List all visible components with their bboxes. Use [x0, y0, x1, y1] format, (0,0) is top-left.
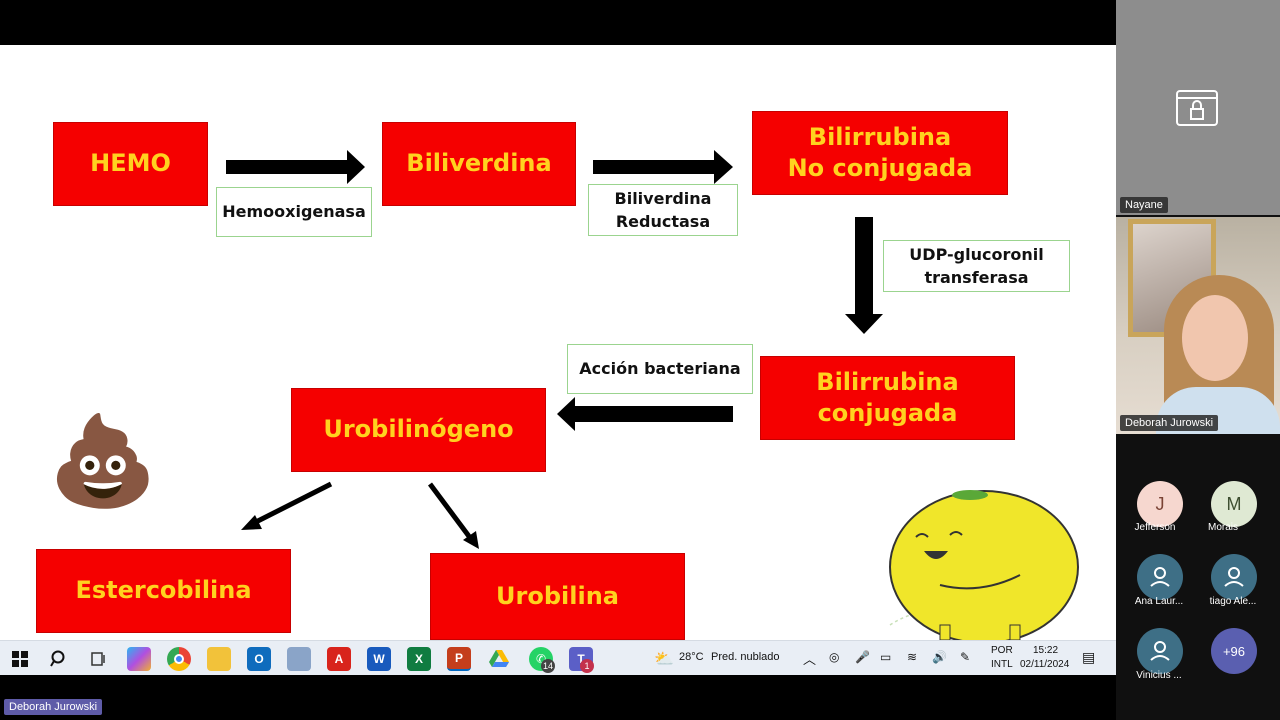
weather-temp[interactable]: 28°C	[679, 651, 704, 663]
app-icon[interactable]	[287, 647, 311, 671]
slide-arrows	[226, 150, 883, 549]
clock-time[interactable]: 15:22	[1033, 645, 1059, 656]
box-biliverdina: Biliverdina	[382, 122, 576, 206]
box-bilirrubina-conjugada: Bilirrubina conjugada	[760, 356, 1015, 440]
windows-start-icon[interactable]	[8, 647, 32, 671]
clock-date[interactable]: 02/11/2024	[1020, 659, 1070, 670]
avatar-vinicius[interactable]	[1137, 628, 1183, 674]
bilirrubina-conjugada-line1: Bilirrubina	[816, 367, 959, 396]
avatar-label-ana: Ana Laur...	[1134, 596, 1184, 607]
presenter-name-tag: Deborah Jurowski	[4, 699, 103, 715]
more-participants-count: +96	[1222, 643, 1246, 659]
pen-icon[interactable]: ✎	[960, 650, 971, 664]
box-bilirrubina-no-conjugada: Bilirrubina No conjugada	[752, 111, 1008, 195]
person-icon	[1150, 567, 1170, 587]
windows-taskbar: O A W X P ✆ 14 T 1 ⛅ 28°C Pred. nublado …	[0, 640, 1116, 675]
participant-name-deborah: Deborah Jurowski	[1120, 415, 1219, 431]
volume-icon[interactable]: 🔊	[932, 650, 947, 664]
arrow-biliverdina-to-bilirrubina	[593, 150, 733, 184]
person-face	[1182, 295, 1248, 381]
avatar-label-vinicius: Vinicius ...	[1136, 670, 1182, 681]
arrow-hemo-to-biliverdina	[226, 150, 365, 184]
outlook-icon[interactable]: O	[247, 647, 271, 671]
person-icon	[1150, 641, 1170, 661]
box-estercobilina: Estercobilina	[36, 549, 291, 633]
wifi-icon[interactable]: ≋	[907, 650, 918, 664]
avatar-label-jefferson: Jefferson	[1134, 522, 1176, 533]
shared-screen: HEMO Biliverdina Bilirrubina No conjugad…	[0, 45, 1116, 675]
label-hemooxigenasa: Hemooxigenasa	[216, 187, 372, 237]
person-icon	[1224, 567, 1244, 587]
camera-icon[interactable]: ◎	[829, 650, 840, 664]
language-line2[interactable]: INTL	[991, 659, 1013, 670]
whatsapp-badge: 14	[541, 659, 556, 673]
avatar-initial-jefferson: J	[1155, 493, 1165, 514]
bilirrubina-no-conjugada-line1: Bilirrubina	[808, 122, 952, 151]
avatar-morais[interactable]: M	[1211, 481, 1257, 527]
powerpoint-icon[interactable]: P	[447, 647, 471, 671]
avatar-jefferson[interactable]: J	[1137, 481, 1183, 527]
label-udp-glucoronil-transferasa: UDP-glucoronil transferasa	[883, 240, 1070, 292]
bv-reductasa-line1: Biliverdina	[614, 188, 712, 208]
weather-icon[interactable]: ⛅	[654, 651, 674, 668]
more-participants-button[interactable]: +96	[1211, 628, 1257, 674]
task-view-icon[interactable]	[86, 647, 110, 671]
copilot-icon[interactable]	[127, 647, 151, 671]
weather-desc[interactable]: Pred. nublado	[711, 651, 780, 663]
language-line1[interactable]: POR	[991, 645, 1013, 656]
microphone-icon[interactable]: 🎤	[855, 650, 870, 664]
participant-tile-nayane[interactable]: Nayane	[1116, 0, 1280, 215]
avatar-initial-morais: M	[1226, 493, 1242, 514]
participant-tile-deborah-video[interactable]: Deborah Jurowski	[1116, 217, 1280, 434]
word-icon[interactable]: W	[367, 647, 391, 671]
arrow-conjugada-to-urobilinogeno	[557, 397, 733, 431]
google-drive-icon[interactable]	[487, 647, 511, 671]
chevron-up-icon[interactable]: ︿	[803, 652, 817, 667]
lemon-character-icon	[889, 490, 1079, 640]
udp-line1: UDP-glucoronil	[909, 244, 1044, 264]
label-biliverdina-reductasa: Biliverdina Reductasa	[588, 184, 738, 236]
excel-icon[interactable]: X	[407, 647, 431, 671]
avatar-tiago[interactable]	[1211, 554, 1257, 600]
avatar-ana[interactable]	[1137, 554, 1183, 600]
notifications-icon[interactable]: ▤	[1082, 649, 1096, 665]
file-explorer-icon[interactable]	[207, 647, 231, 671]
arrow-down-conjugation	[845, 217, 883, 334]
box-hemo: HEMO	[53, 122, 208, 206]
teams-badge: 1	[580, 659, 594, 673]
battery-icon[interactable]: ▭	[880, 650, 892, 664]
bilirrubina-conjugada-line2: conjugada	[817, 399, 958, 427]
udp-line2: transferasa	[924, 268, 1029, 287]
chrome-icon[interactable]	[167, 647, 191, 671]
poop-emoji-icon: 💩	[48, 411, 158, 510]
avatar-label-tiago: tiago Ale...	[1209, 596, 1257, 607]
bilirrubina-no-conjugada-line2: No conjugada	[787, 154, 973, 182]
avatar-label-morais: Morais	[1207, 522, 1238, 533]
participant-name-nayane: Nayane	[1120, 197, 1168, 213]
locked-screen-icon	[1176, 90, 1218, 126]
acrobat-icon[interactable]: A	[327, 647, 351, 671]
slide: HEMO Biliverdina Bilirrubina No conjugad…	[0, 45, 1116, 640]
bv-reductasa-line2: Reductasa	[615, 212, 711, 231]
box-urobilinogeno: Urobilinógeno	[291, 388, 546, 472]
label-accion-bacteriana: Acción bacteriana	[567, 344, 753, 394]
box-urobilina: Urobilina	[430, 553, 685, 640]
search-icon[interactable]	[47, 647, 71, 671]
